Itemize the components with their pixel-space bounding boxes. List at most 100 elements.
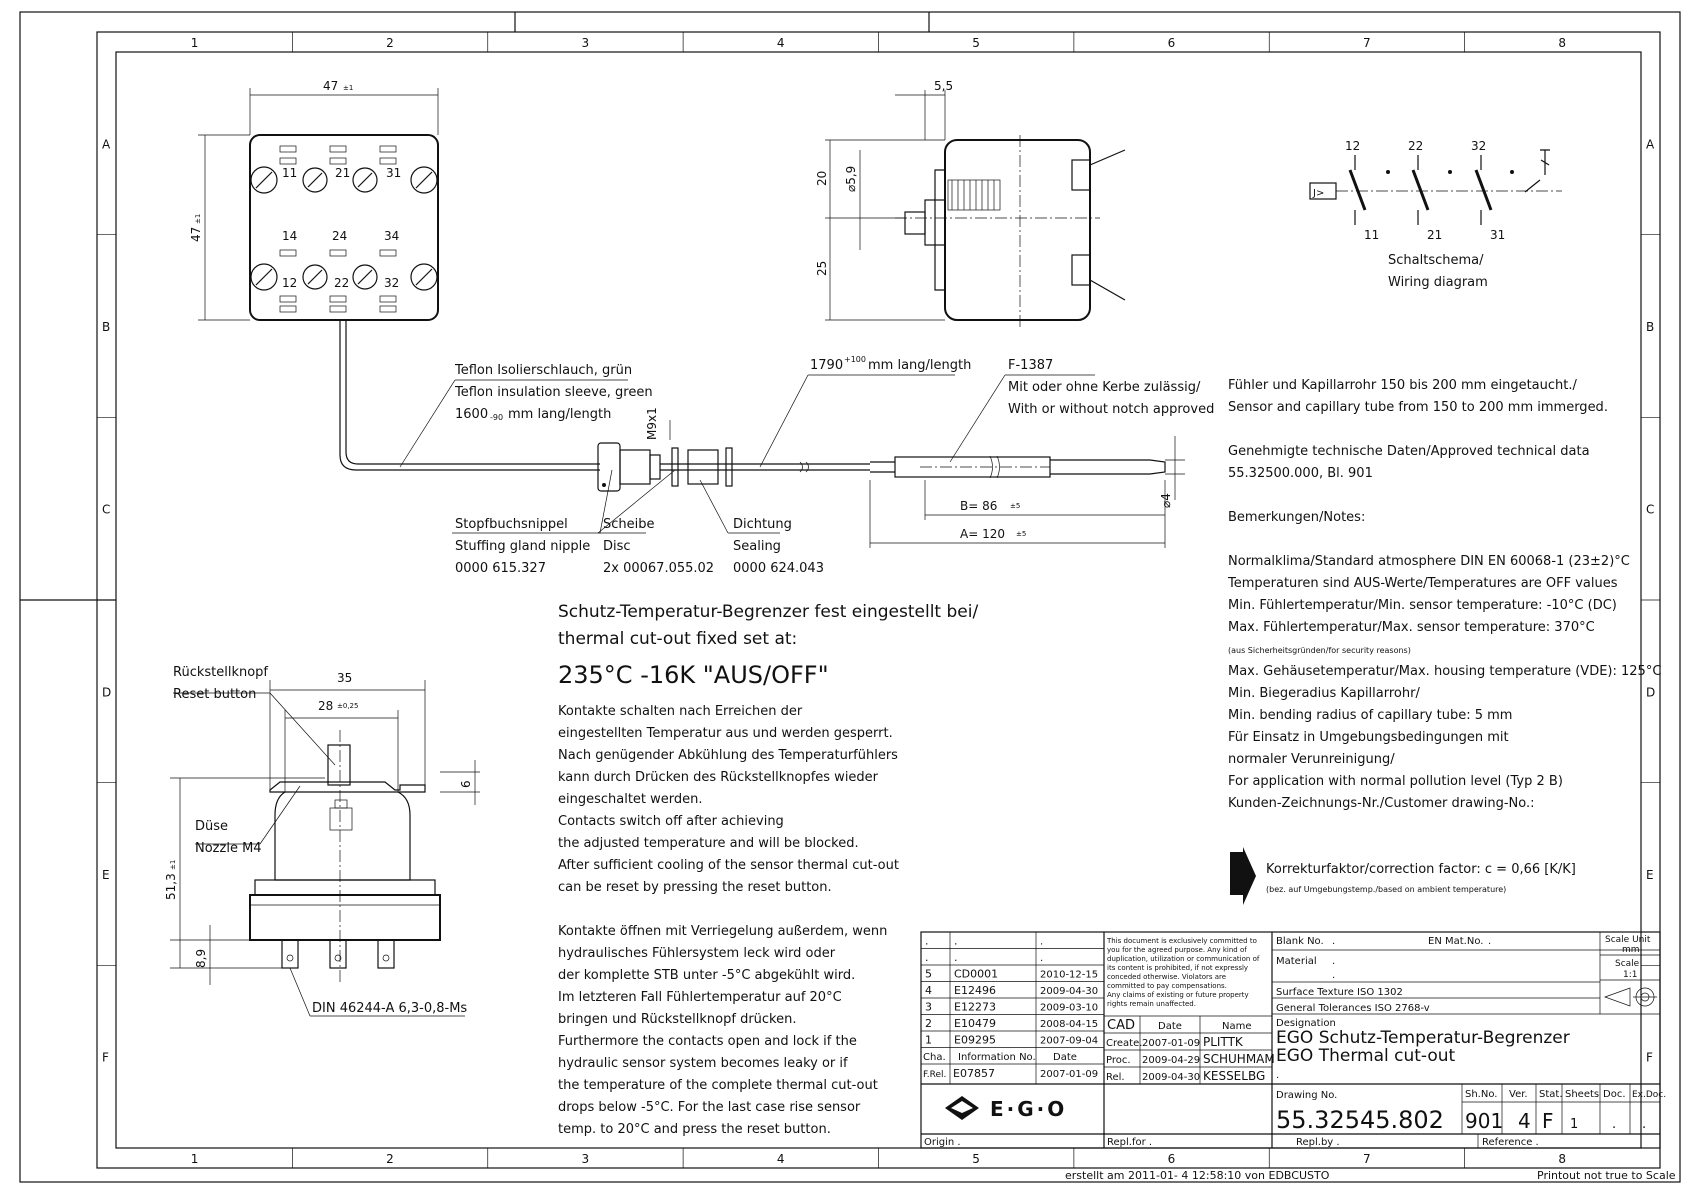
sleeve-label-de: Teflon Isolierschlauch, grün [454,363,632,378]
dim-front-height-tol: ±1 [169,860,177,870]
description-line: Nach genügender Abkühlung des Temperatur… [558,748,898,763]
description-line: Kontakte schalten nach Erreichen der [558,704,803,719]
note-line: Für Einsatz in Umgebungsbedingungen mit [1228,730,1509,745]
wiring-label-top: 12 [1345,139,1360,153]
grid-row-label: A [102,137,111,151]
revision-info: E10479 [954,1017,996,1030]
grid-column-label: 8 [1558,1152,1566,1166]
side-view: 5,5 20 25 ⌀5,9 [815,79,1126,330]
rel-date: 2009-04-30 [1142,1072,1200,1083]
dim-sensor-dia: ⌀4 [1159,493,1173,508]
arrow-icon [1230,847,1256,905]
dim-side-20: 20 [815,171,829,186]
blank-value: . [1332,936,1335,947]
notch-en: With or without notch approved [1008,402,1214,417]
wiring-label-bottom: 31 [1490,228,1505,242]
dim-a-tol: ±5 [1016,530,1026,538]
create-date: 2007-01-09 [1142,1038,1200,1049]
designation-extra: . [1276,1070,1279,1081]
reset-label-en: Reset button [173,687,256,702]
origin: Origin . [924,1137,961,1148]
dim-thread: M9x1 [645,407,659,440]
footer-printout: Printout not true to Scale [1537,1169,1676,1182]
note-line: Max. Fühlertemperatur/Max. sensor temper… [1228,620,1595,635]
grid-column-label: 7 [1363,1152,1371,1166]
enmat-value: . [1488,936,1491,947]
designation-label: Designation [1276,1018,1336,1029]
exdoc-label: Ex.Doc. [1632,1090,1666,1100]
description-heading-en: thermal cut-out fixed set at: [558,629,797,649]
description-heading-de: Schutz-Temperatur-Begrenzer fest eingest… [558,602,978,622]
copyright-line: you for the agreed purpose. Any kind of [1107,946,1247,954]
notes-block: Fühler und Kapillarrohr 150 bis 200 mm e… [1227,378,1661,905]
revision-index: 5 [925,968,932,981]
description-line: Contacts switch off after achieving [558,814,784,829]
material-value-2: . [1332,970,1335,981]
sheet-number: 901 [1465,1109,1503,1133]
cad-label: CAD [1107,1018,1135,1033]
disc-part-no: 2x 00067.055.02 [603,561,714,576]
rev-header-cha: Cha. [923,1052,946,1063]
correction-note: (bez. auf Umgebungstemp./based on ambien… [1266,885,1506,894]
grid-row-label: F [1646,1051,1653,1065]
revision-date: . [1040,953,1043,964]
rev-header-date: Date [1053,1052,1077,1063]
exdoc-value: . [1642,1117,1646,1132]
grid-row-label: B [1646,320,1654,334]
grid-column-label: 7 [1363,36,1371,50]
scale-unit: mm [1622,945,1640,955]
description-line: eingestellten Temperatur aus und werden … [558,726,893,741]
designation-en: EGO Thermal cut-out [1276,1046,1456,1066]
description-line: After sufficient cooling of the sensor t… [558,858,899,873]
grid-column-label: 6 [1168,36,1176,50]
dim-b: B= 86 [960,499,997,513]
revision-index: 4 [925,984,932,997]
reset-label-de: Rückstellknopf [173,665,268,680]
note-line: Bemerkungen/Notes: [1228,510,1365,525]
dim-front-28: 28 [318,699,333,713]
revision-date: 2008-04-15 [1040,1019,1098,1030]
correction-factor: Korrekturfaktor/correction factor: c = 0… [1266,862,1576,877]
proc-date: 2009-04-29 [1142,1055,1200,1066]
drawing-number: 55.32545.802 [1276,1106,1444,1134]
note-line: Normalklima/Standard atmosphere DIN EN 6… [1228,554,1630,569]
note-line: Max. Gehäusetemperatur/Max. housing temp… [1228,664,1661,679]
revision-date: 2010-12-15 [1040,970,1098,981]
revision-info: . [954,951,958,964]
dim-a: A= 120 [960,527,1005,541]
grid-row-label: B [102,320,110,334]
terminal-label: 34 [384,229,399,243]
dim-width-tol: ±1 [343,84,353,92]
seal-label-de: Dichtung [733,517,792,532]
terminal-label: 14 [282,229,297,243]
proc-label: Proc. [1106,1055,1131,1066]
note-line: Sensor and capillary tube from 150 to 20… [1228,400,1608,415]
designation-de: EGO Schutz-Temperatur-Begrenzer [1276,1028,1570,1048]
seal-label-en: Sealing [733,539,781,554]
description-line: hydraulic sensor system becomes leaky or… [558,1056,848,1071]
sleeve-length: 1600 [455,407,488,422]
nozzle-label-de: Düse [195,819,228,834]
create-name: PLITTK [1203,1035,1244,1049]
general-tolerances: General Tolerances ISO 2768-v [1276,1003,1430,1014]
grid-column-label: 6 [1168,1152,1176,1166]
copyright-line: its content is prohibited, if not expres… [1107,964,1248,972]
grid-column-label: 5 [972,36,980,50]
version: 4 [1518,1109,1531,1133]
dim-side-dia: ⌀5,9 [844,166,858,192]
grid-row-label: E [1646,868,1654,882]
frel-number: E07857 [953,1067,995,1080]
grid-row-label: D [1646,685,1655,699]
grid-column-label: 3 [581,1152,589,1166]
description-setpoint: 235°C -16K "AUS/OFF" [558,661,829,689]
description-line: der komplette STB unter -5°C abgekühlt w… [558,968,855,983]
dim-front-height: 51,3 [164,873,178,900]
grid-column-label: 4 [777,1152,785,1166]
description-line: Kontakte öffnen mit Verriegelung außerde… [558,924,887,939]
copyright-line: This document is exclusively committed t… [1106,937,1257,945]
dim-side-top: 5,5 [934,79,953,93]
rel-label: Rel. [1106,1072,1125,1083]
wiring-label-bottom: 21 [1427,228,1442,242]
blank-label: Blank No. [1276,936,1324,947]
